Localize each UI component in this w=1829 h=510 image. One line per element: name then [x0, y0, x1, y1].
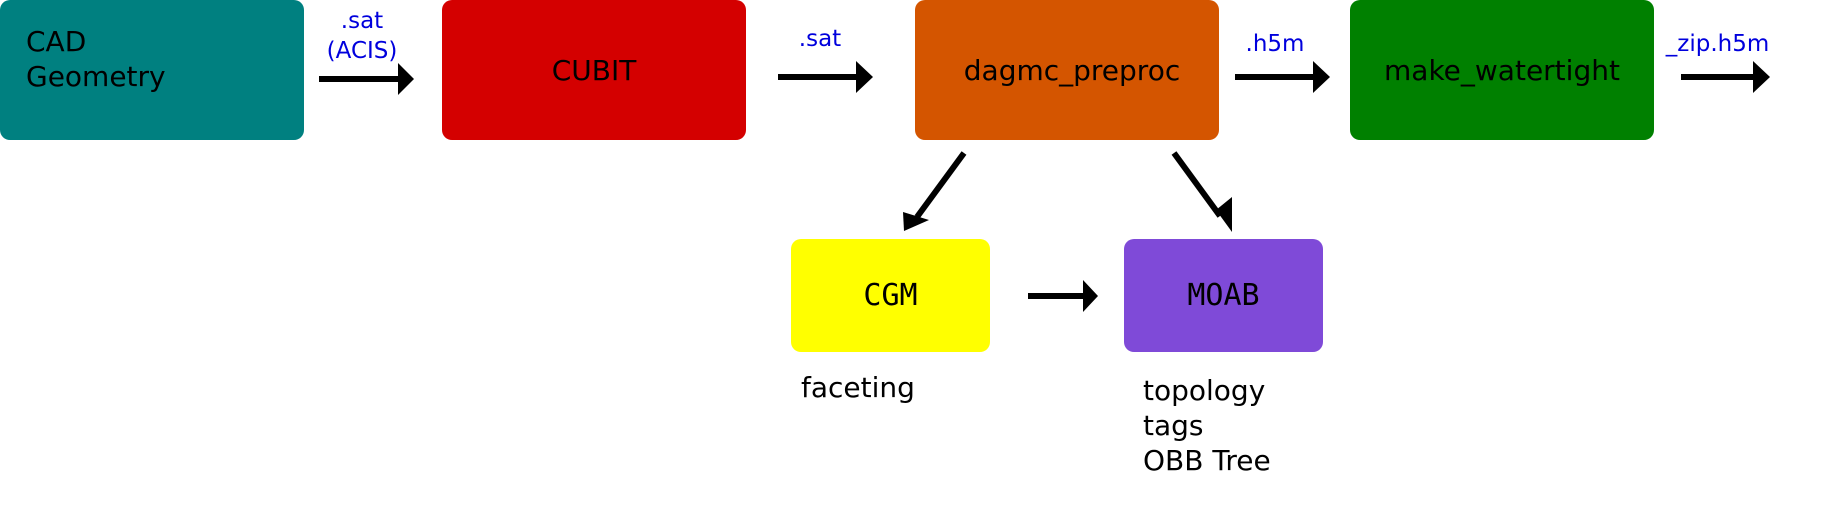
- arrow-dagmc-to-cgm: [903, 151, 967, 231]
- arrow-cubit-to-dagmc: [778, 61, 873, 93]
- edge-label-zip-h5m: _zip.h5m: [1665, 31, 1770, 57]
- arrow-dagmc-to-make-watertight: [1235, 61, 1330, 93]
- edge-label-sat: .sat: [798, 26, 842, 52]
- moab-note-list: topology tags OBB Tree: [1143, 374, 1271, 477]
- cgm-label: CGM: [863, 278, 918, 313]
- dagmc-preproc-node: dagmc_preproc: [915, 0, 1219, 140]
- cgm-note-faceting: faceting: [801, 371, 915, 404]
- arrow-cgm-to-moab: [1028, 280, 1098, 312]
- edge-label-sat-acis: .sat (ACIS): [326, 8, 398, 64]
- cubit-label: CUBIT: [551, 53, 637, 87]
- cad-geometry-label-line2: Geometry: [26, 60, 166, 93]
- cad-geometry-label-line1: CAD: [26, 25, 87, 58]
- cubit-node: CUBIT: [442, 0, 746, 140]
- cgm-node: CGM: [791, 239, 990, 352]
- make-watertight-label: make_watertight: [1384, 53, 1620, 87]
- make-watertight-node: make_watertight: [1350, 0, 1654, 140]
- dagmc-preproc-label: dagmc_preproc: [963, 53, 1181, 87]
- edge-label-h5m: .h5m: [1245, 31, 1305, 57]
- arrow-cad-to-cubit: [319, 63, 414, 95]
- arrow-dagmc-to-moab: [1171, 151, 1232, 232]
- cad-geometry-node: CAD Geometry: [0, 0, 304, 140]
- arrow-make-watertight-output: [1681, 61, 1770, 93]
- moab-node: MOAB: [1124, 239, 1323, 352]
- moab-label: MOAB: [1187, 278, 1260, 313]
